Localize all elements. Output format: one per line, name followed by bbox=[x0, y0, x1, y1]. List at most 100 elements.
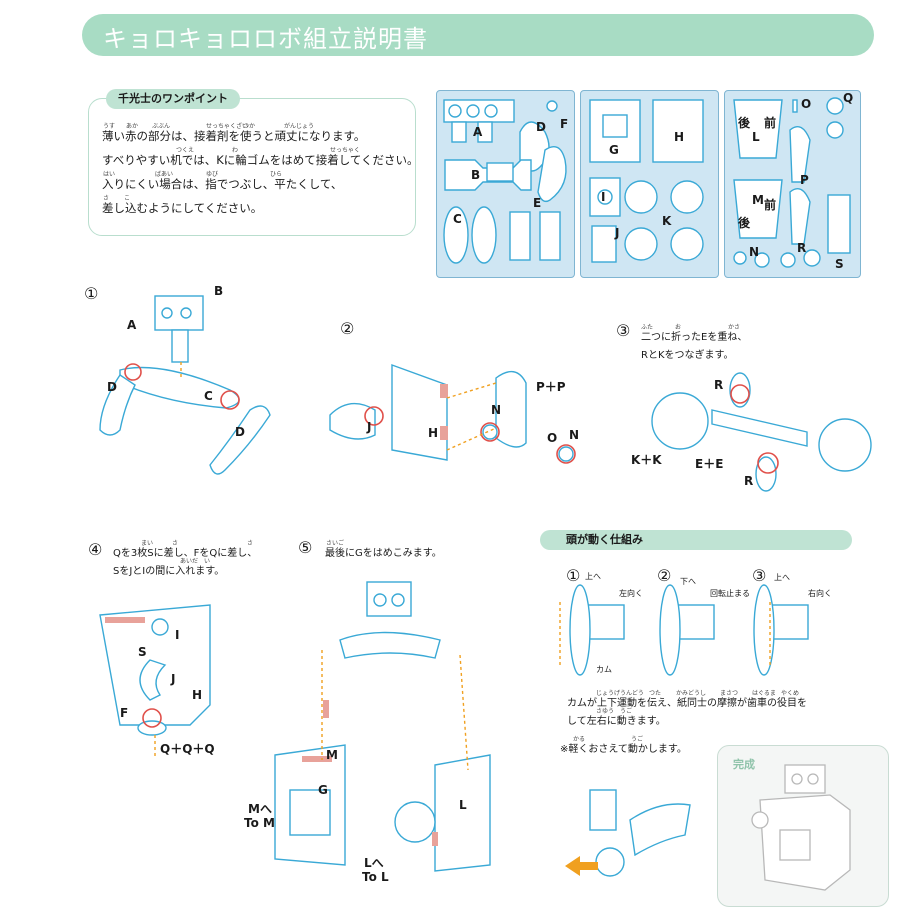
ruby: かみどうし bbox=[676, 690, 707, 697]
mech-1 bbox=[585, 604, 625, 640]
step4-number: ④ bbox=[88, 540, 103, 559]
step3-label: E＋E bbox=[695, 457, 724, 471]
step3-label: R bbox=[714, 378, 724, 392]
step2-label: H bbox=[428, 426, 439, 440]
ruby: あいだ bbox=[180, 558, 199, 565]
phase1-turn: 左向く bbox=[619, 589, 643, 598]
ruby: さ bbox=[172, 540, 179, 547]
step5-label: G bbox=[318, 783, 328, 797]
mechanism-explanation: カムが上下運動を伝え、紙同士の摩擦が歯車の役目を bbox=[567, 698, 807, 709]
ruby: ひら bbox=[270, 171, 283, 178]
part-label: L bbox=[752, 130, 760, 144]
robot-window bbox=[779, 829, 811, 861]
mech-3 bbox=[769, 604, 809, 640]
part-p-shape bbox=[789, 126, 811, 183]
step3-axle-e bbox=[711, 409, 808, 447]
phase3-number: ③ bbox=[752, 566, 767, 585]
ruby: せっちゃく bbox=[330, 147, 361, 154]
mechanism-note: ※軽くおさえて動かします。 bbox=[560, 744, 687, 755]
ruby: さ bbox=[247, 540, 254, 547]
ruby: じょうげうんどう bbox=[596, 690, 644, 697]
highlight-circles bbox=[124, 363, 779, 728]
ruby: こ bbox=[124, 195, 131, 202]
part-label: S bbox=[835, 257, 844, 271]
part-label: R bbox=[797, 241, 807, 255]
ruby: がんじょう bbox=[284, 123, 315, 130]
demo-head bbox=[589, 789, 617, 831]
tip-line-4: 差し込むようにしてください。 bbox=[102, 201, 263, 215]
ruby: さ bbox=[103, 195, 110, 202]
tip-tag: 千光士のワンポイント bbox=[106, 89, 240, 109]
step5-label: To M bbox=[244, 816, 275, 830]
part-label: 前 bbox=[764, 116, 777, 130]
ruby: お bbox=[675, 324, 682, 331]
step3-label: R bbox=[744, 474, 754, 488]
part-label: F bbox=[560, 117, 569, 131]
part-label: H bbox=[674, 130, 685, 144]
ruby: ふた bbox=[641, 324, 654, 331]
robot-head bbox=[784, 764, 826, 794]
step5-shoulders bbox=[339, 631, 441, 659]
part-label: Q bbox=[843, 91, 854, 105]
part-label: 前 bbox=[764, 198, 777, 212]
part-c-shape bbox=[443, 206, 469, 264]
part-label: N bbox=[749, 245, 760, 259]
part-l-shape bbox=[733, 99, 783, 159]
phase2-turn: 回転止まる bbox=[710, 589, 750, 598]
step1-label: D bbox=[235, 425, 245, 439]
ruby: せっちゃくざい bbox=[206, 123, 249, 130]
tip-line-1: 薄い赤の部分は、接着剤を使うと頑丈になります。 bbox=[102, 129, 366, 143]
step4-part-s bbox=[139, 659, 167, 701]
step5-label: Lへ bbox=[364, 856, 384, 870]
step1-number: ① bbox=[84, 284, 99, 303]
step5-number: ⑤ bbox=[298, 538, 313, 557]
step5-label: L bbox=[459, 798, 467, 812]
ruby: あか bbox=[126, 123, 139, 130]
step1-label: B bbox=[214, 284, 224, 298]
part-s-shape bbox=[827, 194, 851, 254]
step1-label: A bbox=[127, 318, 137, 332]
page-title: キョロキョロロボ組立説明書 bbox=[103, 25, 428, 53]
step5-wheel bbox=[394, 801, 436, 843]
ruby: ばあい bbox=[155, 171, 174, 178]
ruby: つか bbox=[243, 123, 256, 130]
step5-text: 最後にGをはめこみます。 bbox=[325, 548, 442, 559]
part-label: B bbox=[471, 168, 481, 182]
tip-line-2: すべりやすい机では、Kに輪ゴムをはめて接着してください。 bbox=[102, 153, 419, 167]
part-label: 後 bbox=[738, 216, 751, 230]
tip-line-3: 入りにくい場合は、指でつぶし、平たくして、 bbox=[102, 177, 343, 191]
step5-label: Mへ bbox=[248, 802, 272, 816]
part-label: M bbox=[752, 193, 764, 207]
part-label: G bbox=[609, 143, 619, 157]
step1-label: C bbox=[204, 389, 213, 403]
phase1-number: ① bbox=[566, 566, 581, 585]
ruby: ぶぶん bbox=[152, 123, 171, 130]
step4-text: SをJとIの間に入れます。 bbox=[113, 566, 225, 577]
step2-label: P＋P bbox=[536, 380, 566, 394]
ruby: わ bbox=[232, 147, 239, 154]
step2-label: N bbox=[569, 428, 580, 442]
step4-label: S bbox=[138, 645, 147, 659]
step3-wheel-k-right bbox=[818, 418, 872, 472]
step1-leg-d bbox=[99, 374, 136, 436]
step4-text: Qを3枚Sに差し、FをQに差し、 bbox=[113, 548, 258, 559]
part-h-shape bbox=[652, 99, 704, 163]
step4-label: H bbox=[192, 688, 203, 702]
head-mechanism-title: 頭が動く仕組み bbox=[566, 533, 643, 546]
part-label: 後 bbox=[738, 116, 751, 130]
demo-hand bbox=[629, 803, 691, 857]
step3-text: RとKをつなぎます。 bbox=[641, 350, 734, 361]
step2-part-j bbox=[329, 402, 376, 440]
part-label: A bbox=[473, 125, 483, 139]
cam-label: カム bbox=[596, 665, 612, 674]
ruby: うす bbox=[103, 123, 116, 130]
step4-label: J bbox=[171, 672, 176, 686]
step3-label: K＋K bbox=[631, 453, 662, 467]
step2-label: N bbox=[491, 403, 502, 417]
phase2-dir: 下へ bbox=[680, 577, 696, 586]
part-k-shape bbox=[624, 180, 658, 214]
ruby: かる bbox=[573, 736, 586, 743]
part-label: E bbox=[533, 196, 542, 210]
